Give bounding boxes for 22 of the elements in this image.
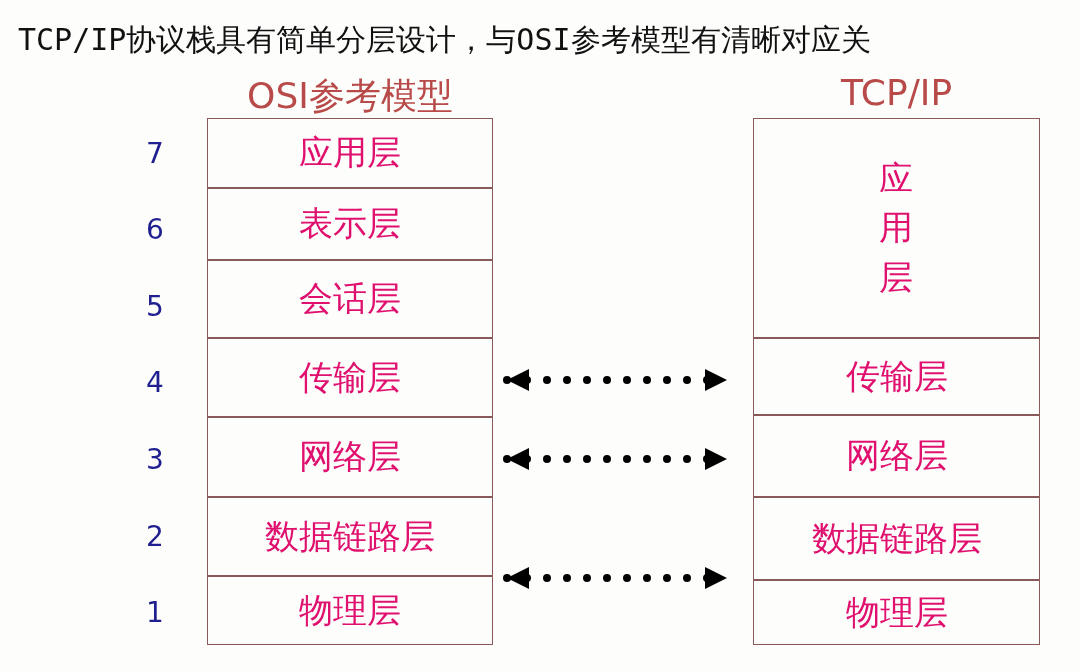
layer-number: 7 <box>146 137 164 170</box>
layer-number: 4 <box>146 366 164 399</box>
layer-number: 6 <box>146 213 164 246</box>
layer-box: 传输层 <box>207 338 493 417</box>
layer-box: 数据链路层 <box>207 497 493 576</box>
layer-number: 1 <box>146 596 164 629</box>
layer-box: 会话层 <box>207 260 493 338</box>
title-text: TCP/IP协议栈具有简单分层设计，与OSI参考模型有清晰对应关 <box>18 21 871 59</box>
layer-box: 物理层 <box>207 576 493 645</box>
layer-box: 网络层 <box>207 417 493 497</box>
layer-box: 表示层 <box>207 188 493 260</box>
layer-box: 应用层 <box>207 118 493 188</box>
layer-box: 应用层 <box>753 118 1040 338</box>
layer-number: 3 <box>146 443 164 476</box>
layer-number: 5 <box>146 290 164 323</box>
column-heading: OSI参考模型 <box>247 75 453 116</box>
layer-box: 数据链路层 <box>753 497 1040 580</box>
column-heading: TCP/IP <box>840 72 953 113</box>
layer-box: 物理层 <box>753 580 1040 645</box>
layer-box: 传输层 <box>753 338 1040 415</box>
layer-box: 网络层 <box>753 415 1040 497</box>
layer-number: 2 <box>146 520 164 553</box>
